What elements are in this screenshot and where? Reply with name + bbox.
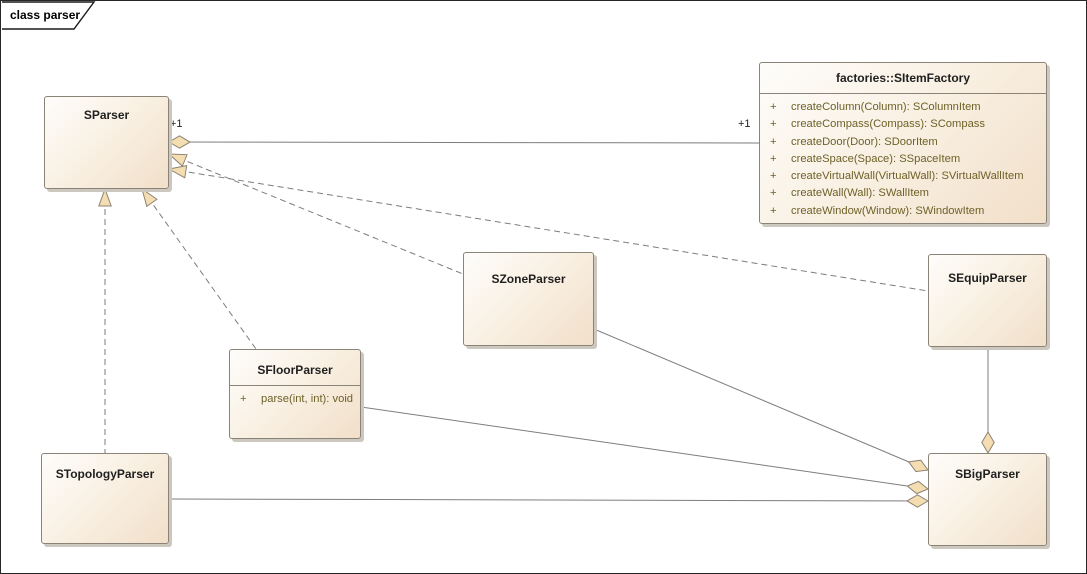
method-row: + createVirtualWall(VirtualWall): SVirtua… [770,168,1042,185]
method-row: + parse(int, int): void [240,391,356,408]
edge-sparser-factory[interactable] [169,142,760,143]
methods-compartment: + createColumn(Column): SColumnItem + crea… [760,94,1046,220]
multiplicity-label-source: +1 [170,118,183,130]
class-sbigparser[interactable]: SBigParser [928,453,1047,546]
method-row: + createCompass(Compass): SCompass [770,116,1042,133]
visibility: + [770,135,777,148]
class-name: SFloorParser [257,363,333,377]
class-sitemfactory[interactable]: factories::SItemFactory + createColumn(Co… [759,62,1047,224]
class-name: SZoneParser [491,272,566,286]
class-name: SParser [83,108,130,122]
edge-szone-sparser[interactable] [169,154,464,275]
method-row: + createWindow(Window): SWindowItem [770,203,1042,220]
class-sfloorparser[interactable]: SFloorParser + parse(int, int): void [229,349,361,439]
multiplicity-label-target: +1 [738,118,751,130]
method-signature: createDoor(Door): SDoorItem [791,135,938,148]
visibility: + [240,393,247,405]
method-signature: createWall(Wall): SWallItem [791,187,929,200]
class-sequipparser[interactable]: SEquipParser [928,254,1047,347]
edge-sfloor-sparser[interactable] [142,189,257,350]
class-name: SEquipParser [948,271,1027,285]
class-stopologyparser[interactable]: STopologyParser [41,453,169,544]
method-signature: createCompass(Compass): SCompass [791,118,985,131]
method-row: + createDoor(Door): SDoorItem [770,134,1042,151]
edge-sequip-sparser[interactable] [169,169,929,292]
method-signature: createColumn(Column): SColumnItem [791,101,981,113]
compartment-separator [230,385,360,386]
visibility: + [770,152,777,165]
class-sparser[interactable]: SParser [44,96,169,189]
class-szoneparser[interactable]: SZoneParser [463,252,594,346]
method-signature: createWindow(Window): SWindowItem [791,204,985,217]
diagram-title: class parser [10,8,81,22]
visibility: + [770,101,777,113]
edge-sbig-szone[interactable] [593,328,928,470]
compartment-separator [760,93,1046,94]
visibility: + [770,187,777,200]
edge-sbig-stopology[interactable] [168,499,928,501]
method-signature: createSpace(Space): SSpaceItem [791,152,961,165]
method-row: + createColumn(Column): SColumnItem [770,99,1042,116]
visibility: + [770,204,777,217]
edge-sbig-sfloor[interactable] [360,406,928,489]
method-row: + createSpace(Space): SSpaceItem [770,151,1042,168]
method-signature: createVirtualWall(VirtualWall): SVirtual… [791,170,1024,183]
class-name: STopologyParser [55,467,155,481]
class-name: SBigParser [955,467,1020,481]
method-row: + createWall(Wall): SWallItem [770,185,1042,202]
class-name: factories::SItemFactory [835,71,971,85]
methods-compartment: + parse(int, int): void [230,386,360,408]
visibility: + [770,118,777,131]
method-signature: parse(int, int): void [261,393,354,405]
frame-tab [2,1,96,30]
visibility: + [770,170,777,183]
